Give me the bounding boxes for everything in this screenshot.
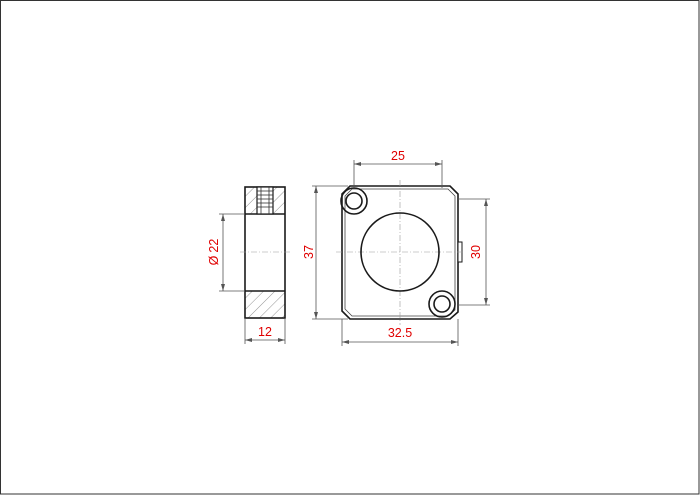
diameter-label: Ø22 [207,239,221,266]
front-height-dimension: 37 [302,185,348,320]
center-bore [360,212,440,292]
side-view-bottom-section [245,291,285,318]
hole-spacing-label: 25 [391,149,405,163]
front-width-label: 32.5 [388,326,412,340]
front-inner-height-label: 30 [469,245,483,259]
side-view: Ø22 12 [207,186,290,344]
mounting-hole-bottom-right [428,290,456,318]
side-width-dimension: 12 [244,318,286,344]
hole-spacing-dimension: 25 [353,149,443,188]
set-screw [256,186,274,215]
front-width-dimension: 32.5 [341,319,459,346]
front-height-label: 37 [302,245,316,259]
diameter-dimension: Ø22 [207,213,245,292]
front-inner-height-dimension: 30 [458,198,490,306]
front-view-outline [341,185,459,320]
front-view: 25 37 30 32.5 [302,149,490,346]
side-width-label: 12 [258,325,272,339]
